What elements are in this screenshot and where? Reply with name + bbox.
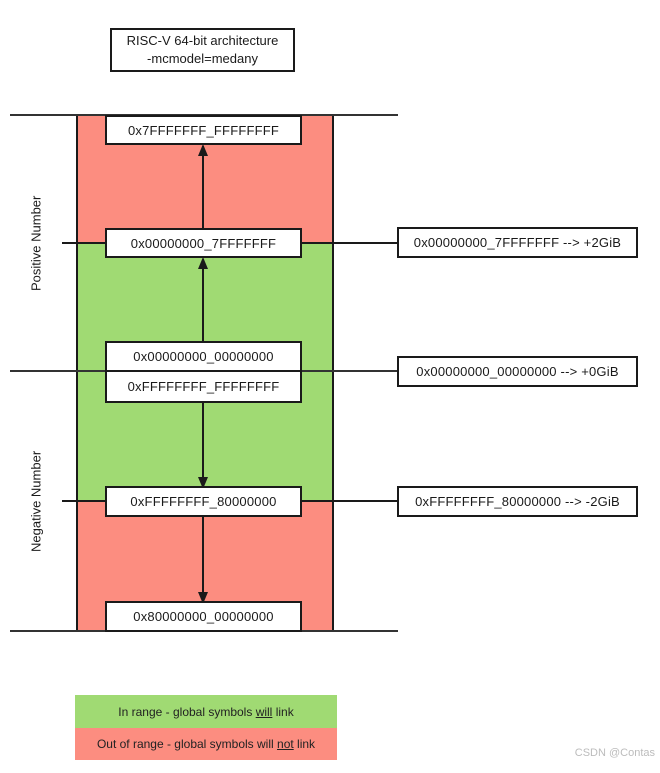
- legend-out-of-range-prefix: Out of range - global symbols will: [96, 737, 278, 751]
- annotation-zero: 0x00000000_00000000 --> +0GiB: [397, 356, 638, 387]
- address-box-top-max: 0x7FFFFFFF_FFFFFFFF: [105, 115, 302, 145]
- arrow-up-head-icon: [198, 257, 208, 269]
- negative-number-label: Negative Number: [28, 450, 44, 552]
- legend: In range - global symbols will link Out …: [75, 695, 337, 760]
- title-box: RISC-V 64-bit architecture -mcmodel=meda…: [110, 28, 295, 72]
- positive-number-label: Positive Number: [28, 195, 44, 291]
- annotation-minus-2gib: 0xFFFFFFFF_80000000 --> -2GiB: [397, 486, 638, 517]
- legend-in-range-prefix: In range - global symbols: [118, 704, 256, 719]
- legend-in-range-suffix: link: [272, 704, 294, 719]
- arrow-up-to-max: [198, 144, 208, 229]
- address-box-minus-one: 0xFFFFFFFF_FFFFFFFF: [105, 370, 302, 403]
- legend-out-of-range-suffix: link: [293, 737, 316, 751]
- arrow-down-head-icon: [198, 592, 208, 604]
- legend-out-of-range-underlined-word: not: [277, 737, 294, 751]
- arrow-down-head-icon: [198, 477, 208, 489]
- annotation-plus-2gib: 0x00000000_7FFFFFFF --> +2GiB: [397, 227, 638, 258]
- title-line2: -mcmodel=medany: [147, 51, 258, 66]
- legend-out-of-range: Out of range - global symbols will not l…: [75, 728, 337, 760]
- legend-in-range-underlined-word: will: [255, 704, 273, 719]
- csdn-watermark: CSDN @Contas: [574, 747, 655, 759]
- address-box-plus-2gib: 0x00000000_7FFFFFFF: [105, 228, 302, 258]
- arrow-up-to-plus-2gib: [198, 257, 208, 341]
- legend-in-range: In range - global symbols will link: [75, 695, 337, 728]
- arrow-up-head-icon: [198, 144, 208, 156]
- title-line1: RISC-V 64-bit architecture: [126, 33, 279, 48]
- arrow-down-to-minus-2gib: [198, 403, 208, 489]
- address-box-minus-2gib: 0xFFFFFFFF_80000000: [105, 486, 302, 517]
- arrow-down-to-min: [198, 517, 208, 604]
- address-box-bottom-min: 0x80000000_00000000: [105, 601, 302, 632]
- address-box-zero: 0x00000000_00000000: [105, 341, 302, 372]
